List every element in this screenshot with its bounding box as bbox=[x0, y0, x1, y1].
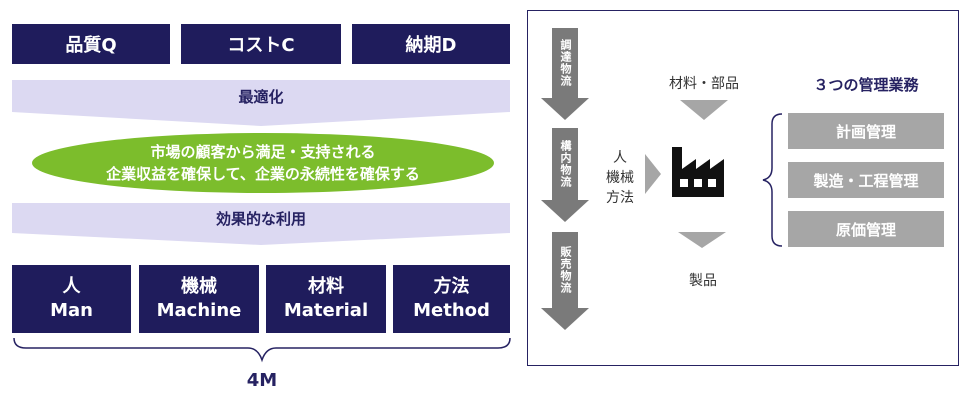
quality-box: 品質Q bbox=[12, 24, 170, 64]
planning-management-box: 計画管理 bbox=[788, 113, 944, 149]
method-box: 方法 Method bbox=[393, 265, 510, 333]
machine-jp: 機械 bbox=[181, 276, 217, 297]
goal-line-2: 企業収益を確保して、企業の永続性を確保する bbox=[106, 165, 420, 183]
input-machine: 機械 bbox=[606, 170, 634, 186]
factory-icon bbox=[672, 147, 724, 197]
material-jp: 材料 bbox=[308, 276, 344, 297]
effective-use-arrow-head bbox=[12, 233, 510, 245]
four-m-label: 4M bbox=[246, 370, 278, 391]
machine-en: Machine bbox=[156, 300, 242, 321]
in-plant-logistics-arrow: 構内物流 bbox=[541, 128, 589, 222]
effective-use-label: 効果的な利用 bbox=[12, 203, 510, 233]
production-process-management-box: 製造・工程管理 bbox=[788, 162, 944, 198]
in-plant-arrow-head bbox=[541, 200, 589, 222]
sales-logistics-label: 販売物流 bbox=[552, 232, 578, 308]
inputs-side-label: 人 機械 方法 bbox=[598, 148, 642, 208]
procurement-logistics-arrow: 調達物流 bbox=[541, 28, 589, 120]
products-down-arrow bbox=[678, 232, 726, 248]
material-box: 材料 Material bbox=[266, 265, 386, 333]
man-jp: 人 bbox=[62, 276, 81, 297]
delivery-box: 納期D bbox=[352, 24, 510, 64]
cost-management-box: 原価管理 bbox=[788, 211, 944, 247]
inputs-right-arrow bbox=[645, 154, 661, 194]
materials-parts-label: 材料・部品 bbox=[669, 76, 739, 92]
products-label: 製品 bbox=[689, 273, 717, 289]
man-box: 人 Man bbox=[12, 265, 131, 333]
four-m-brace bbox=[13, 337, 511, 363]
sales-logistics-arrow: 販売物流 bbox=[541, 232, 589, 330]
sales-arrow-head bbox=[541, 308, 589, 330]
method-jp: 方法 bbox=[433, 276, 470, 297]
machine-box: 機械 Machine bbox=[139, 265, 259, 333]
in-plant-logistics-label: 構内物流 bbox=[552, 128, 578, 200]
method-en: Method bbox=[413, 300, 490, 321]
goal-line-1: 市場の顧客から満足・支持される bbox=[150, 143, 376, 161]
management-tasks-title: ３つの管理業務 bbox=[813, 76, 919, 94]
effective-use-arrow: 効果的な利用 bbox=[12, 203, 510, 245]
input-method: 方法 bbox=[606, 190, 634, 206]
production-management-panel bbox=[527, 10, 959, 366]
optimization-label: 最適化 bbox=[12, 80, 510, 112]
procurement-logistics-label: 調達物流 bbox=[552, 28, 578, 98]
management-brace bbox=[762, 113, 783, 247]
cost-box: コストC bbox=[181, 24, 341, 64]
procurement-arrow-head bbox=[541, 98, 589, 120]
material-en: Material bbox=[283, 300, 369, 321]
materials-down-arrow bbox=[680, 100, 728, 120]
optimization-arrow-head bbox=[12, 112, 510, 126]
optimization-arrow: 最適化 bbox=[12, 80, 510, 126]
goal-ellipse: 市場の顧客から満足・支持される 企業収益を確保して、企業の永続性を確保する bbox=[32, 133, 494, 193]
input-man: 人 bbox=[613, 150, 627, 166]
man-en: Man bbox=[50, 300, 93, 321]
